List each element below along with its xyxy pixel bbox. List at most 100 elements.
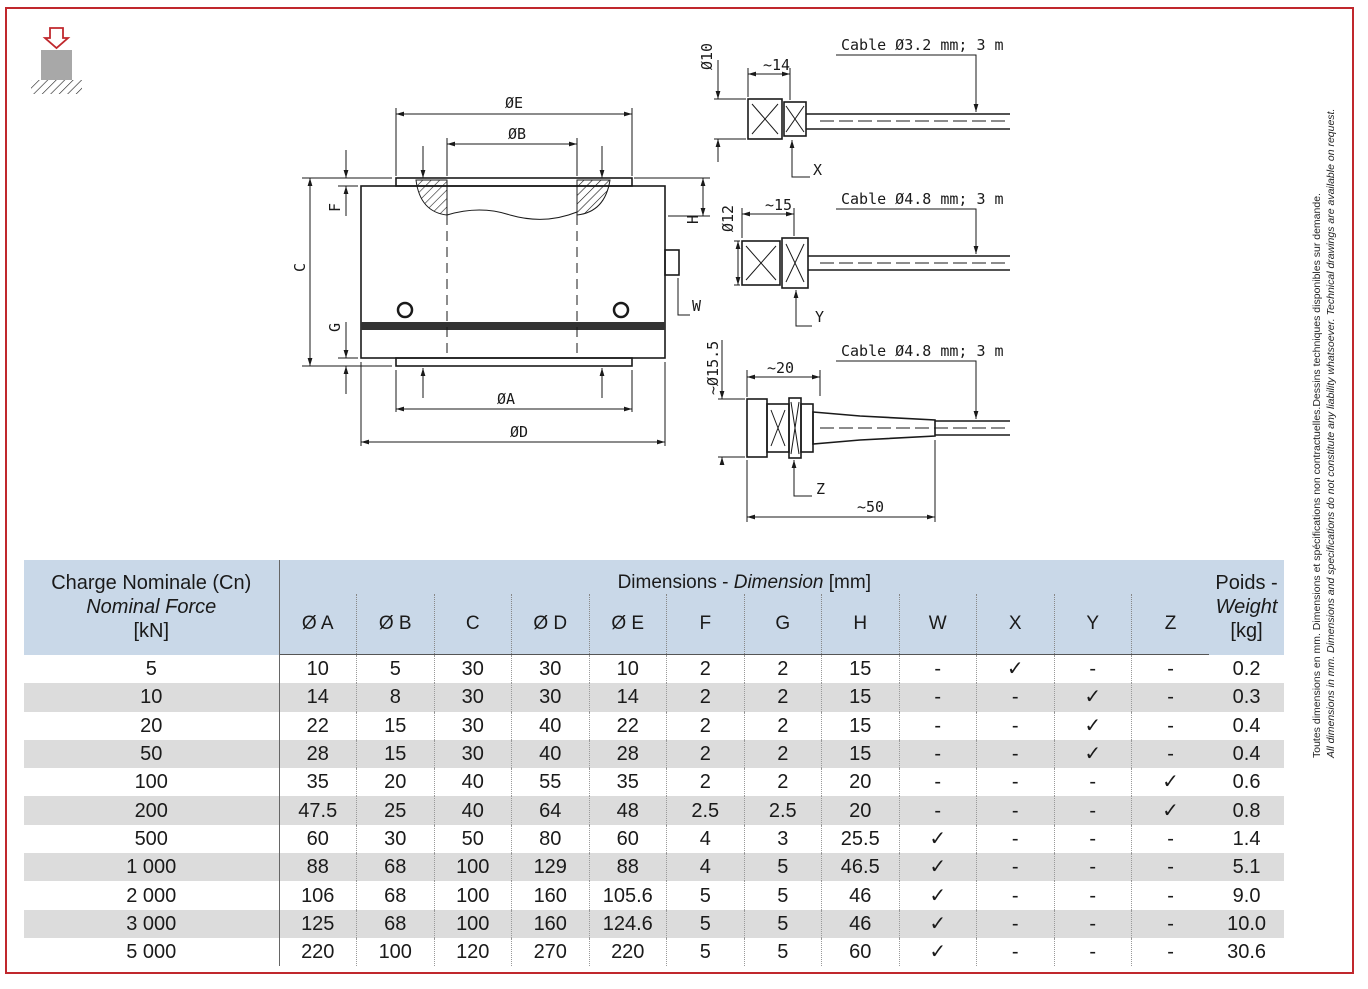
table-cell-weight: 5.1 — [1209, 853, 1285, 882]
table-cell: 220 — [301, 941, 335, 964]
dim-label-w: W — [692, 297, 702, 315]
table-cell-force: 2 000 — [24, 881, 280, 910]
table-cell: 20 — [821, 796, 899, 825]
table-cell: 30 — [433, 654, 512, 684]
cable-label-2: Cable Ø4.8 mm; 3 m — [841, 190, 1004, 208]
table-cell: 35 — [306, 771, 329, 794]
table-cell: 120 — [433, 937, 512, 967]
disclaimer-en: All dimensions in mm. Dimensions and spe… — [1325, 109, 1337, 759]
column-header-w: W — [898, 594, 977, 655]
table-cell: 2 — [743, 711, 822, 740]
table-cell: 55 — [511, 768, 589, 797]
column-header-f: F — [666, 594, 744, 655]
table-cell: - — [898, 711, 977, 740]
table-cell-weight: 0.3 — [1209, 683, 1285, 712]
table-cell: 100 — [356, 937, 434, 967]
table-cell: 2 — [666, 711, 744, 740]
table-cell: ✓ — [898, 937, 977, 967]
table-cell: 60 — [821, 937, 899, 967]
table-cell: 46 — [821, 909, 899, 938]
compression-load-icon — [31, 27, 82, 94]
table-cell: 50 — [433, 824, 512, 854]
table-cell: - — [898, 768, 977, 797]
page-border — [5, 7, 1354, 974]
dim-label-d15-5: ~Ø15.5 — [704, 341, 722, 395]
table-cell: 30 — [433, 683, 512, 712]
table-cell: - — [1131, 824, 1210, 854]
dim-label-l50: ~50 — [857, 498, 884, 516]
dimensions-group-header: Dimensions - Dimension [mm] — [279, 560, 1210, 594]
column-header-oe: Ø E — [588, 594, 667, 655]
table-cell: 124.6 — [588, 909, 667, 938]
table-cell: 160 — [511, 909, 589, 938]
table-cell: ✓ — [898, 909, 977, 938]
column-header-g: G — [743, 594, 822, 655]
table-cell-weight: 30.6 — [1227, 941, 1267, 964]
table-cell: 47.5 — [279, 796, 357, 825]
table-cell: - — [1131, 711, 1210, 740]
table-cell: - — [1053, 654, 1132, 684]
table-cell: ✓ — [1053, 739, 1132, 769]
table-cell: 14 — [588, 683, 667, 712]
table-cell: 68 — [356, 881, 434, 910]
table-cell: 2 — [743, 654, 822, 684]
table-cell: 5 — [743, 937, 822, 967]
table-cell: 2 — [666, 768, 744, 797]
table-cell: 5 — [743, 881, 822, 910]
column-header-z: Z — [1131, 594, 1210, 655]
table-cell-weight: 10.0 — [1209, 909, 1285, 938]
table-cell: 2 — [666, 683, 744, 712]
table-cell: 46.5 — [821, 853, 899, 882]
table-cell: - — [1131, 683, 1210, 712]
table-cell: - — [898, 683, 977, 712]
table-cell: - — [1131, 853, 1210, 882]
table-cell: - — [1131, 881, 1210, 910]
table-cell: 160 — [511, 881, 589, 910]
table-cell: - — [1053, 909, 1132, 938]
table-cell-weight: 9.0 — [1232, 884, 1261, 907]
table-cell: 40 — [511, 739, 589, 769]
column-header-od: Ø D — [511, 594, 589, 655]
table-cell-weight: 0.6 — [1232, 771, 1261, 794]
table-cell-force: 5 — [24, 654, 280, 684]
column-header-c: C — [433, 594, 512, 655]
table-cell: 8 — [356, 683, 434, 712]
table-cell: 22 — [588, 711, 667, 740]
dim-label-l20: ~20 — [767, 359, 794, 377]
table-cell: 60 — [306, 827, 329, 850]
cable-label-3: Cable Ø4.8 mm; 3 m — [841, 342, 1004, 360]
table-cell: 5 — [666, 909, 744, 938]
weight-column-header: Poids - Weight [kg] — [1209, 560, 1285, 655]
dim-label-od: ØD — [510, 423, 528, 441]
table-cell: - — [1053, 768, 1132, 797]
table-cell: 2.5 — [666, 796, 744, 825]
table-cell: 105.6 — [588, 881, 667, 910]
table-cell: 15 — [356, 711, 434, 740]
table-cell: 30 — [511, 654, 589, 684]
table-cell: 3 — [743, 824, 822, 854]
table-cell: 10 — [588, 654, 667, 684]
table-cell-weight: 0.8 — [1209, 796, 1285, 825]
table-cell: - — [1053, 796, 1132, 825]
table-cell-force: 10 — [24, 683, 280, 712]
dim-label-g: G — [326, 323, 344, 332]
table-cell: 60 — [588, 824, 667, 854]
column-header-h: H — [821, 594, 899, 655]
table-cell-weight: 1.4 — [1232, 827, 1261, 850]
table-cell: ✓ — [898, 853, 977, 882]
table-cell: ✓ — [976, 654, 1054, 684]
table-cell: 5 — [666, 881, 744, 910]
table-cell: 2 — [743, 768, 822, 797]
table-cell: - — [1053, 853, 1132, 882]
table-cell: - — [1131, 654, 1210, 684]
table-cell: 22 — [306, 714, 329, 737]
connector-z-detail: ~Ø15.5 ~20 Z ~50 Cable Ø4.8 mm; 3 m — [704, 340, 1010, 522]
column-header-ob: Ø B — [356, 594, 434, 655]
table-cell: 106 — [301, 884, 335, 907]
